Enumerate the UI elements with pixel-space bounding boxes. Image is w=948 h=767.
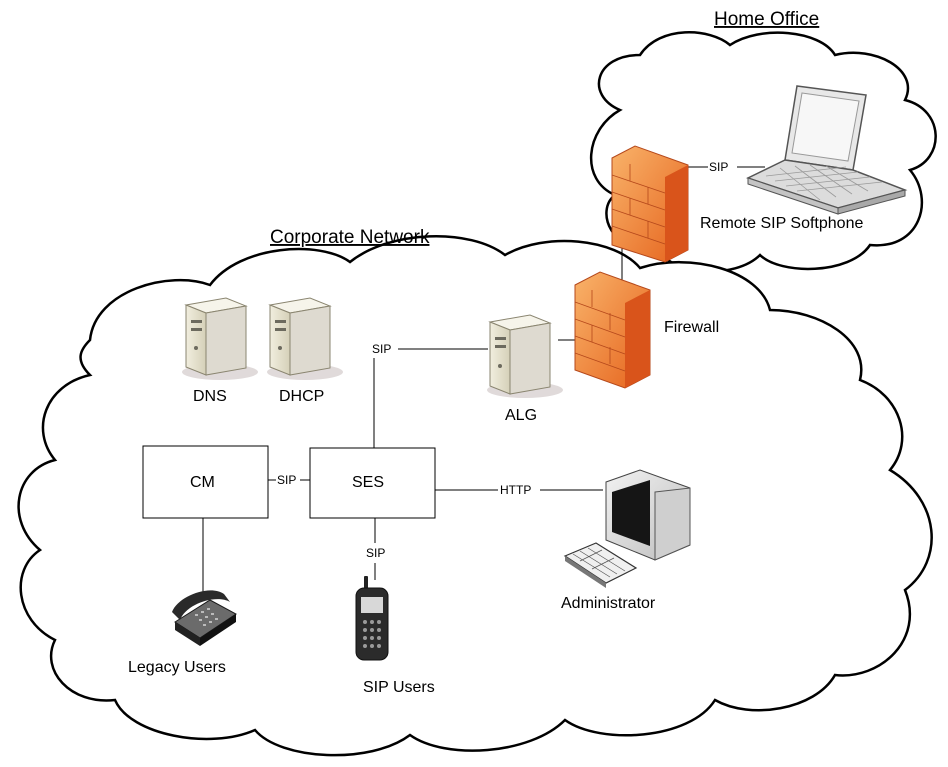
legacy-users-label: Legacy Users	[128, 659, 226, 676]
alg-label: ALG	[505, 407, 537, 424]
ses-label: SES	[352, 474, 384, 491]
corporate-network-cloud	[17, 235, 933, 757]
firewall-icon-upper	[611, 145, 689, 263]
administrator-label: Administrator	[561, 595, 656, 612]
sip-users-label: SIP Users	[363, 679, 435, 696]
link-label-ses-admin: HTTP	[500, 483, 531, 497]
server-icon-dhcp	[267, 297, 343, 380]
desk-phone-icon	[172, 590, 237, 646]
dhcp-label: DHCP	[279, 388, 324, 405]
home-office-title: Home Office	[714, 9, 819, 30]
cm-label: CM	[190, 474, 215, 491]
link-label-firewall-softphone: SIP	[709, 160, 728, 174]
mobile-phone-icon	[355, 576, 389, 661]
firewall-icon-lower	[574, 271, 651, 389]
laptop-icon	[746, 85, 908, 215]
link-label-alg-ses: SIP	[372, 342, 391, 356]
cm-box	[142, 445, 269, 519]
link-label-cm-ses: SIP	[277, 473, 296, 487]
firewall-label: Firewall	[664, 319, 719, 336]
server-icon-dns	[182, 297, 258, 380]
keyboard-icon	[563, 542, 638, 588]
corporate-network-title: Corporate Network	[270, 227, 430, 248]
ses-box	[309, 447, 436, 519]
dns-label: DNS	[193, 388, 227, 405]
remote-softphone-label: Remote SIP Softphone	[700, 215, 863, 232]
monitor-icon	[605, 469, 691, 561]
link-label-ses-sipusers: SIP	[366, 546, 385, 560]
server-icon-alg	[487, 314, 563, 398]
